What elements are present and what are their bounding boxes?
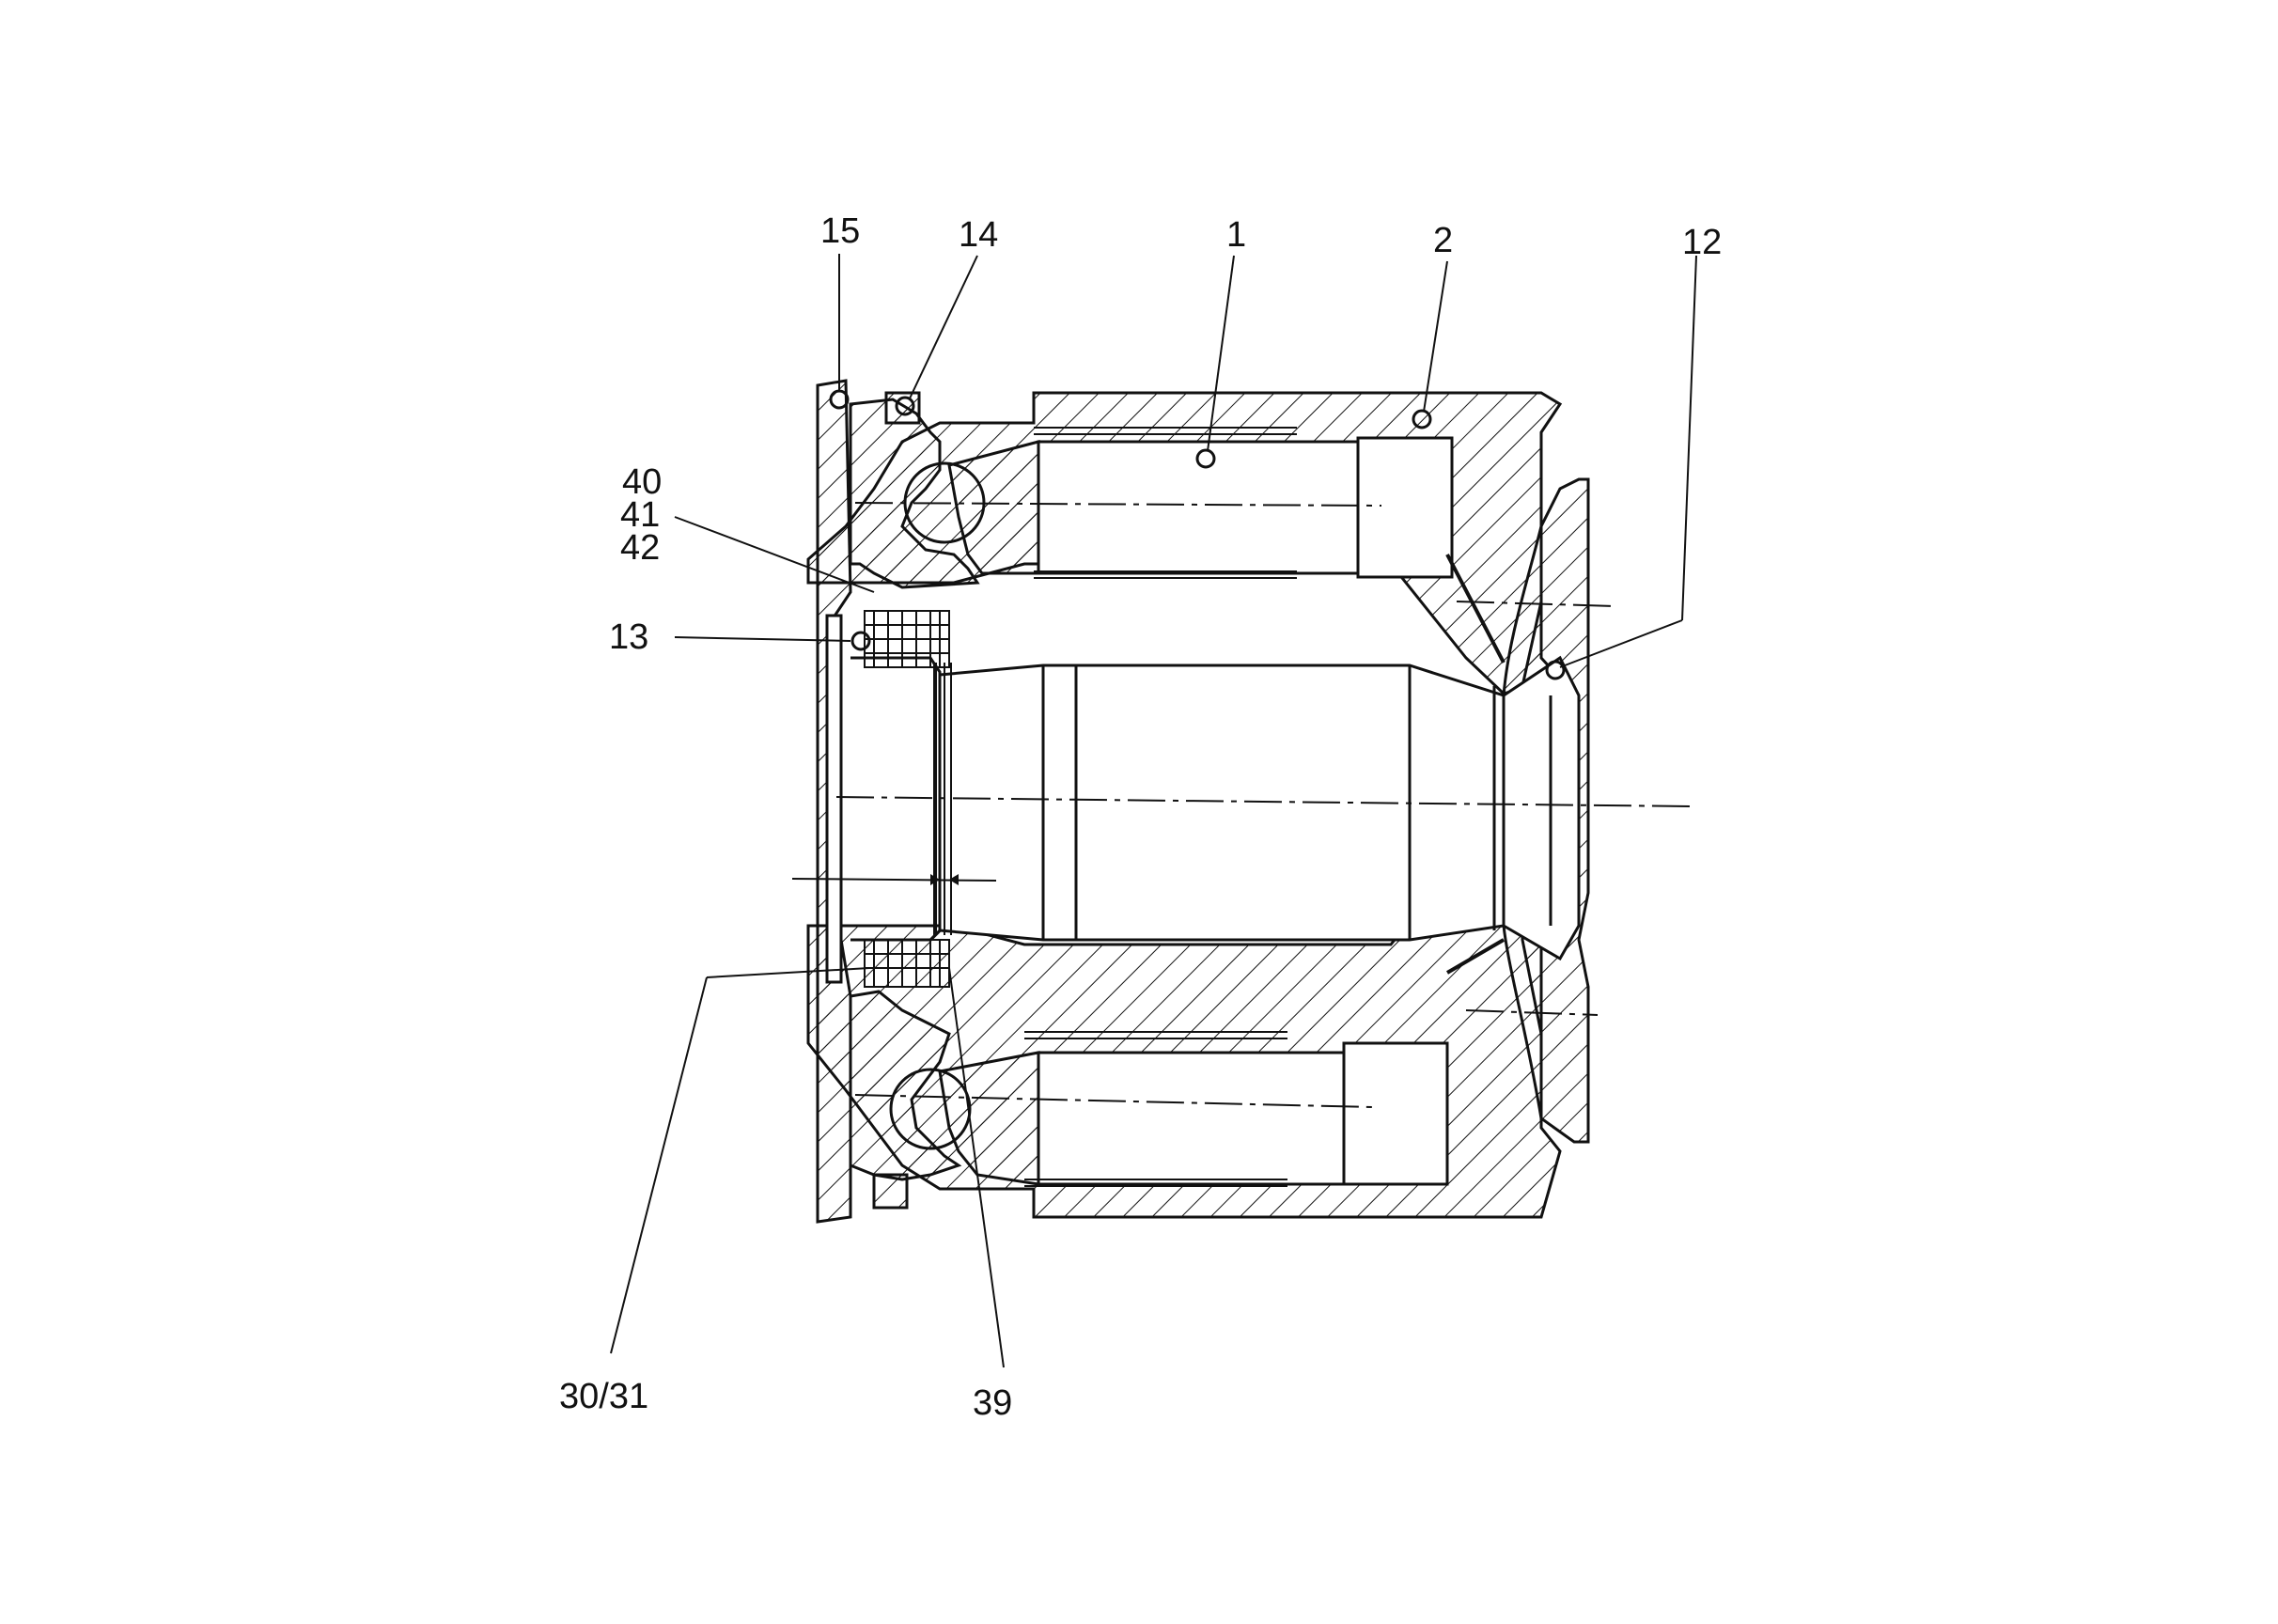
center-lines [835,502,1693,1108]
label-42: 42 [620,528,660,568]
label-14: 14 [959,215,998,255]
port-plate [1445,477,1590,1144]
label-2: 2 [1433,221,1453,260]
label-15: 15 [820,211,860,251]
label-39: 39 [973,1383,1012,1423]
retainer-upper [849,391,1040,589]
label-40: 40 [622,462,662,502]
part-labels: 15 14 1 2 12 40 41 42 13 30/31 39 [559,211,1722,1423]
flange [816,379,852,1224]
label-13: 13 [609,617,648,657]
upper-piston-bore [1034,427,1454,579]
sleeve [850,656,952,942]
lower-piston-bore [1024,1031,1449,1187]
label-12: 12 [1682,223,1722,262]
label-1: 1 [1226,215,1246,255]
dimension-arrows [791,874,997,885]
label-30-31: 30/31 [559,1377,648,1416]
label-41: 41 [620,495,660,535]
leader-lines [610,254,1697,1368]
